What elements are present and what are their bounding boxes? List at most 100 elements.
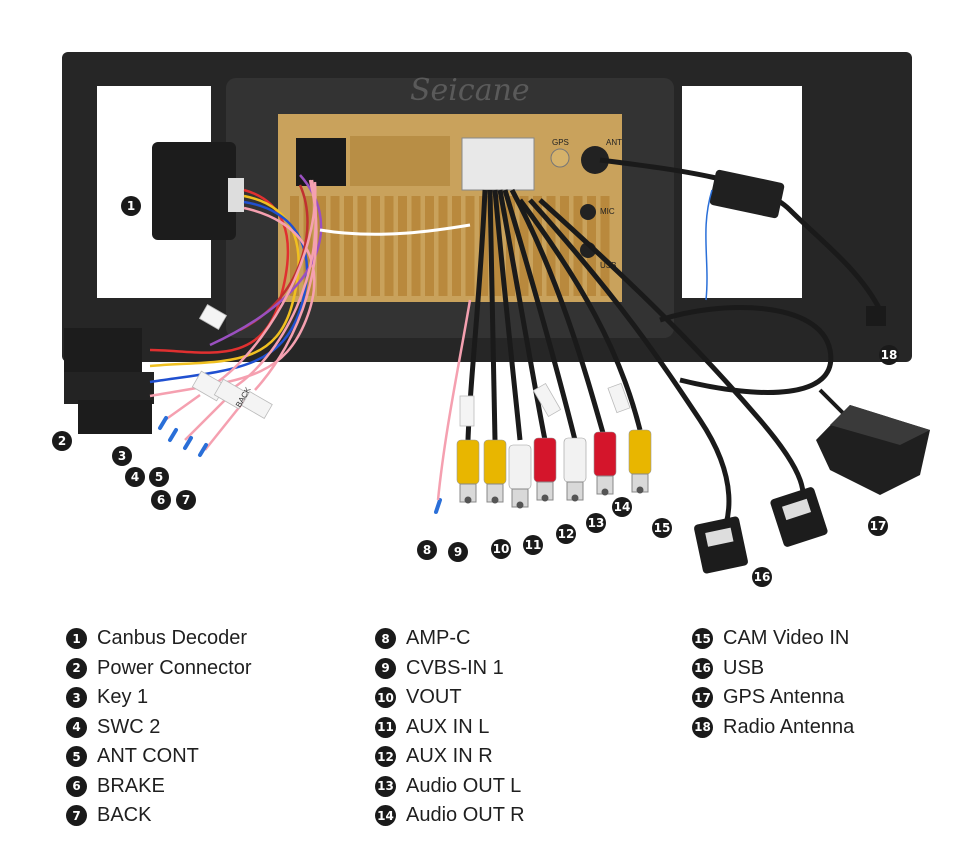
legend-label: AUX IN R — [406, 745, 493, 768]
legend-number: 11 — [375, 716, 396, 738]
callout-10: 10 — [491, 539, 511, 559]
callout-2: 2 — [52, 431, 72, 451]
amp-c-wire — [436, 299, 472, 501]
legend-item: 6 BRAKE — [66, 772, 252, 802]
callout-17: 17 — [868, 516, 888, 536]
legend-number: 2 — [66, 657, 87, 679]
heatsink-fin — [411, 196, 421, 296]
rca-plug-amp-c — [456, 439, 480, 504]
heatsink-fin — [330, 196, 340, 296]
legend-item: 10 VOUT — [375, 683, 525, 713]
rca-plug-aux-in-l — [533, 437, 557, 502]
legend-label: BRAKE — [97, 774, 165, 797]
heatsink-fin — [560, 196, 569, 296]
legend-item: 5 ANT CONT — [66, 742, 252, 772]
heatsink-fin — [425, 196, 434, 296]
callout-8: 8 — [417, 540, 437, 560]
heatsink-fin — [384, 196, 394, 296]
radio-antenna — [599, 157, 886, 326]
heatsink-fin — [573, 196, 583, 296]
rca-plug-cvbs-in — [483, 439, 507, 504]
rca-plugs — [456, 429, 652, 509]
heatsink-fin — [600, 196, 610, 296]
callout-9: 9 — [448, 542, 468, 562]
callout-16: 16 — [752, 567, 772, 587]
heatsink-fin — [452, 196, 461, 296]
legend-number: 8 — [375, 628, 396, 650]
canbus-decoder — [152, 142, 244, 240]
legend-label: ANT CONT — [97, 745, 199, 768]
legend-number: 5 — [66, 746, 87, 768]
legend-label: Audio OUT R — [406, 804, 525, 827]
wiring-diagram-svg: Seicane ANT GPS MIC USB — [62, 52, 930, 574]
gps-port-label: GPS — [552, 138, 569, 147]
legend-number: 17 — [692, 687, 713, 709]
legend-number: 9 — [375, 657, 396, 679]
legend-number: 1 — [66, 628, 87, 650]
legend-label: Radio Antenna — [723, 715, 855, 738]
callout-13: 13 — [586, 513, 606, 533]
legend-number: 13 — [375, 775, 396, 797]
callout-7: 7 — [176, 490, 196, 510]
legend-label: Audio OUT L — [406, 774, 522, 797]
legend-item: 14 Audio OUT R — [375, 801, 525, 831]
legend-number: 10 — [375, 687, 396, 709]
heatsink-fin — [357, 196, 367, 296]
rca-plug-vout — [508, 444, 532, 509]
usb-connector-1 — [694, 516, 748, 574]
heatsink-fin — [317, 196, 326, 296]
callout-6: 6 — [151, 490, 171, 510]
legend-item: 15 CAM Video IN — [692, 624, 854, 654]
legend-label: SWC 2 — [97, 715, 161, 738]
heatsink-fin — [465, 196, 475, 296]
callout-11: 11 — [523, 535, 543, 555]
legend-item: 16 USB — [692, 654, 854, 684]
legend-label: Canbus Decoder — [97, 627, 248, 650]
heatsink-fin — [492, 196, 502, 296]
legend-number: 16 — [692, 657, 713, 679]
callout-15: 15 — [652, 518, 672, 538]
legend-label: CAM Video IN — [723, 627, 850, 650]
legend-label: USB — [723, 656, 765, 679]
heatsink-fin — [438, 196, 448, 296]
legend-item: 1 Canbus Decoder — [66, 624, 252, 654]
legend-item: 18 Radio Antenna — [692, 713, 854, 743]
legend-label: Key 1 — [97, 686, 149, 709]
legend-number: 6 — [66, 775, 87, 797]
gps-port — [550, 148, 570, 168]
rca-cables — [465, 188, 643, 441]
callout-1: 1 — [121, 196, 141, 216]
legend-number: 18 — [692, 716, 713, 738]
legend-number: 4 — [66, 716, 87, 738]
callout-18: 18 — [879, 345, 899, 365]
legend-label: VOUT — [406, 686, 462, 709]
power-connector — [64, 328, 154, 434]
legend-number: 15 — [692, 628, 713, 650]
rca-plug-cam-video-in — [628, 429, 652, 494]
usb-connector-2 — [770, 487, 828, 547]
legend-number: 7 — [66, 805, 87, 827]
rca-plug-aux-in-r — [563, 437, 587, 502]
callout-5: 5 — [149, 467, 169, 487]
heatsink-fin — [344, 196, 353, 296]
legend-item: 3 Key 1 — [66, 683, 252, 713]
legend-number: 14 — [375, 805, 396, 827]
wire-tips — [158, 416, 442, 514]
mic-port — [580, 204, 596, 220]
gps-antenna — [816, 388, 930, 495]
legend-item: 13 Audio OUT L — [375, 772, 525, 802]
harness-tags — [191, 304, 631, 427]
legend-number: 3 — [66, 687, 87, 709]
rca-plug-audio-out — [593, 431, 617, 496]
callout-3: 3 — [112, 446, 132, 466]
callout-12: 12 — [556, 524, 576, 544]
